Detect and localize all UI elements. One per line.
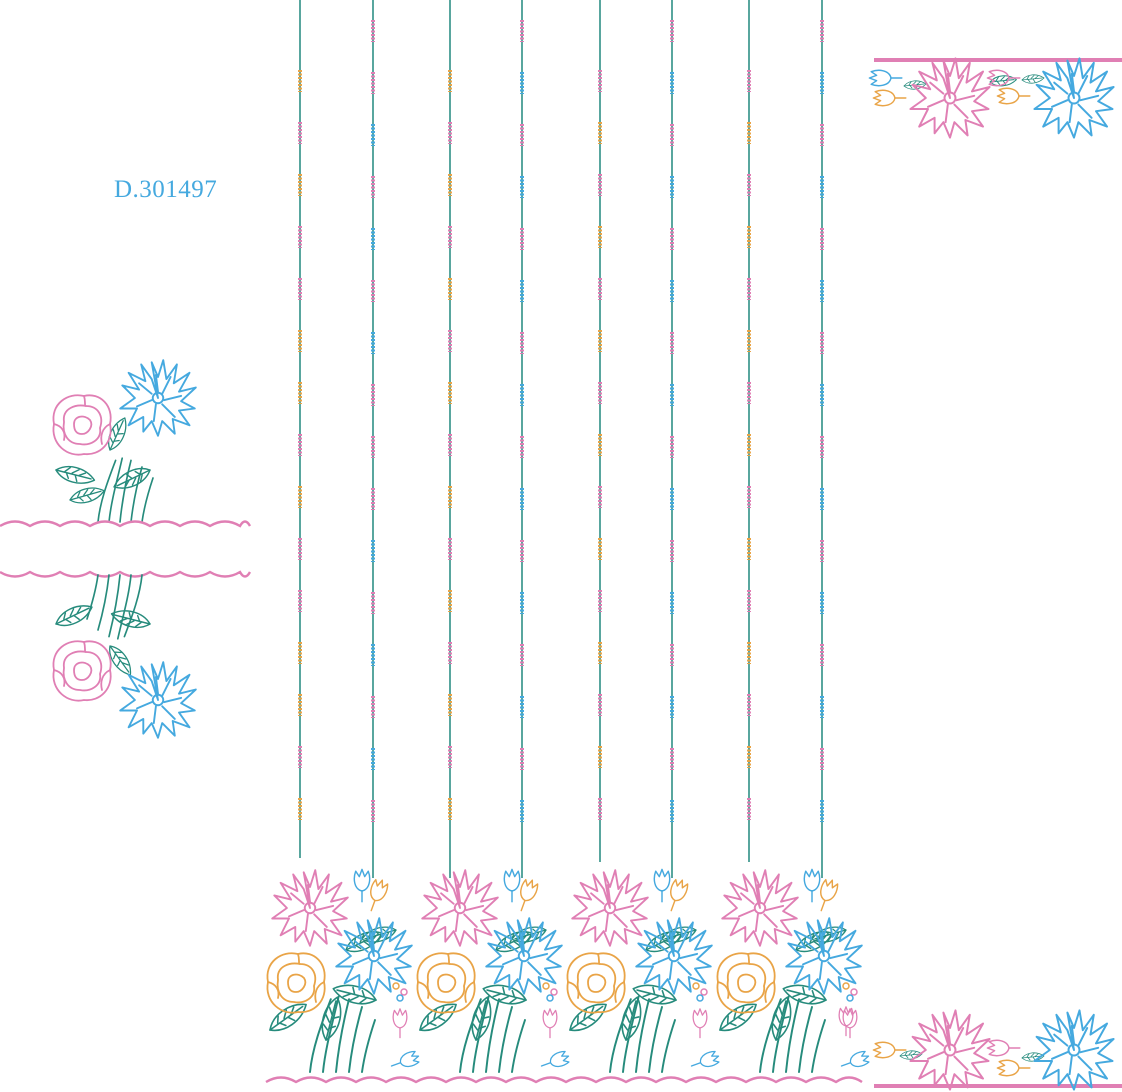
tulip-bud-icon [663, 876, 691, 914]
leaf-icon [102, 414, 133, 454]
scallop-border-icon [0, 520, 252, 528]
tulip-bud-icon [692, 1008, 708, 1039]
dahlia-flower-icon [421, 869, 499, 947]
tulip-bud-icon [688, 1049, 722, 1074]
blossom-icon [392, 982, 400, 990]
dahlia-flower-icon [1033, 57, 1115, 139]
leaf-icon [630, 978, 679, 1011]
blossom-icon [542, 982, 550, 990]
leaf-icon [480, 978, 529, 1011]
blossom-icon [846, 994, 854, 1002]
leaf-icon [53, 460, 98, 490]
tulip-bud-icon [996, 1059, 1031, 1077]
leaf-icon [108, 604, 153, 634]
leaf-icon [263, 998, 313, 1037]
blossom-icon [700, 988, 708, 996]
tulip-bud-icon [542, 1008, 558, 1039]
blossom-icon [696, 994, 704, 1002]
leaf-icon [330, 978, 379, 1011]
rose-flower-icon [716, 952, 776, 1014]
dahlia-flower-icon [909, 57, 991, 139]
stems-icon [97, 457, 154, 523]
stems-icon [459, 995, 526, 1073]
leaf-icon [713, 998, 763, 1037]
blossom-icon [546, 994, 554, 1002]
tulip-bud-icon [363, 876, 391, 914]
blossom-icon [850, 988, 858, 996]
rose-flower-icon [266, 952, 326, 1014]
tulip-bud-icon [538, 1049, 572, 1074]
tulip-bud-icon [986, 1039, 1021, 1057]
rose-flower-icon [416, 952, 476, 1014]
leaf-icon [413, 998, 463, 1037]
scallop-border-icon [265, 1076, 863, 1084]
dahlia-flower-icon [119, 661, 197, 739]
tulip-bud-icon [838, 1049, 872, 1074]
leaf-icon [563, 998, 613, 1037]
tulip-bud-icon [388, 1049, 422, 1074]
stems-icon [609, 995, 676, 1073]
tulip-bud-icon [803, 868, 821, 903]
leaf-icon [67, 485, 107, 506]
tulip-bud-icon [503, 868, 521, 903]
rose-flower-icon [566, 952, 626, 1014]
dahlia-flower-icon [271, 869, 349, 947]
blossom-icon [550, 988, 558, 996]
tulip-bud-icon [392, 1008, 408, 1039]
blossom-icon [842, 982, 850, 990]
stems-icon [309, 995, 376, 1073]
tulip-bud-icon [353, 868, 371, 903]
dahlia-flower-icon [721, 869, 799, 947]
rose-flower-icon [52, 640, 112, 702]
leaf-icon [780, 978, 829, 1011]
dahlia-flower-icon [119, 359, 197, 437]
design-code-label: D.301497 [114, 176, 218, 203]
blossom-icon [396, 994, 404, 1002]
tulip-bud-icon [813, 876, 841, 914]
blossom-icon [692, 982, 700, 990]
leaf-icon [1021, 74, 1045, 84]
blossom-icon [400, 988, 408, 996]
tulip-bud-icon [868, 69, 903, 87]
tulip-bud-icon [513, 876, 541, 914]
tulip-bud-icon [996, 87, 1031, 105]
dahlia-flower-icon [571, 869, 649, 947]
dahlia-flower-icon [909, 1009, 991, 1091]
rose-flower-icon [52, 394, 112, 456]
stems-icon [759, 995, 826, 1073]
tulip-bud-icon [872, 89, 907, 107]
scallop-border-icon [0, 570, 252, 578]
stems-icon [86, 574, 143, 640]
tulip-bud-icon [653, 868, 671, 903]
dahlia-flower-icon [1033, 1009, 1115, 1091]
